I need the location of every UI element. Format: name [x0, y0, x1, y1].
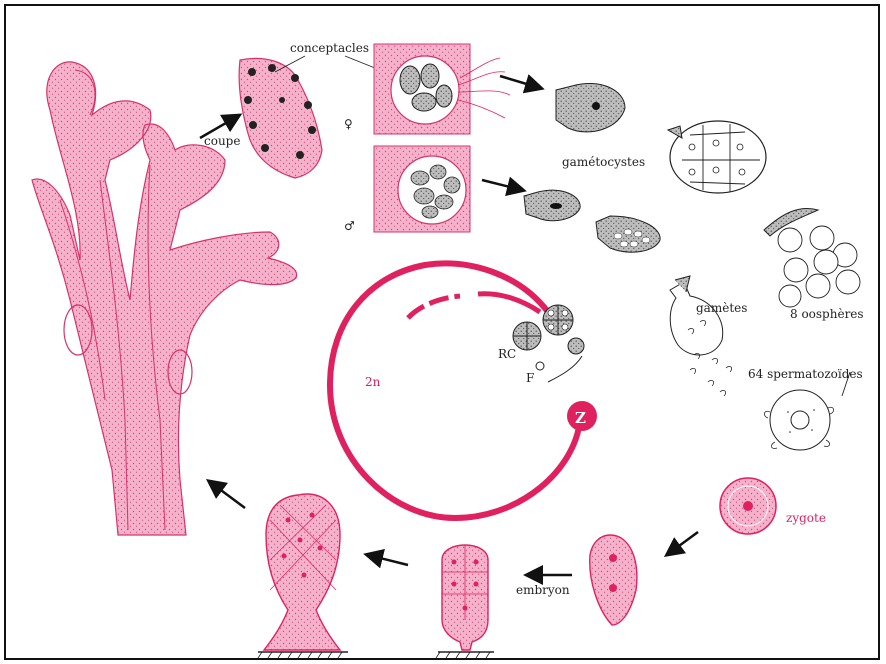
- thallus-section: [239, 58, 322, 178]
- female-conceptacle: [374, 44, 510, 134]
- zygote-marker-z: Z: [575, 409, 586, 427]
- male-symbol: ♂: [344, 219, 355, 233]
- arrow-to-oogonium: [500, 76, 540, 88]
- label-zygote: zygote: [786, 511, 826, 525]
- antheridium: [524, 190, 580, 221]
- meiosis-cells: [513, 305, 584, 382]
- label-2n: 2n: [365, 375, 381, 389]
- early-embryo: [590, 535, 637, 625]
- label-spermatozoides: 64 spermatozoïdes: [748, 367, 863, 381]
- oogonium: [556, 83, 625, 131]
- arrow-to-young-thallus: [368, 555, 408, 565]
- zygote: [720, 478, 776, 534]
- label-gametocystes: gamétocystes: [562, 155, 645, 169]
- fertilization-egg: [764, 390, 833, 450]
- antheridium-mature: [596, 216, 660, 252]
- label-f: F: [526, 371, 534, 385]
- label-embryon: embryon: [516, 583, 570, 597]
- oospheres-cluster: [764, 208, 860, 307]
- arrow-zygote-to-embryo: [668, 532, 698, 554]
- female-symbol: ♀: [344, 117, 353, 131]
- label-coupe: coupe: [204, 134, 240, 148]
- label-oospheres: 8 oosphères: [790, 307, 864, 321]
- multicellular-embryo: [436, 545, 494, 658]
- arrow-to-adult-thallus: [210, 482, 245, 508]
- label-rc: RC: [498, 347, 516, 361]
- young-thallus: [258, 494, 348, 658]
- oogonium-eight-cells: [668, 121, 766, 193]
- label-conceptacles: conceptacles: [290, 41, 369, 55]
- label-gametes: gamètes: [696, 301, 747, 315]
- male-conceptacle: [374, 146, 470, 232]
- diploid-cycle: [330, 263, 597, 518]
- gamete-release: [670, 276, 732, 396]
- arrow-to-antheridium: [482, 180, 522, 190]
